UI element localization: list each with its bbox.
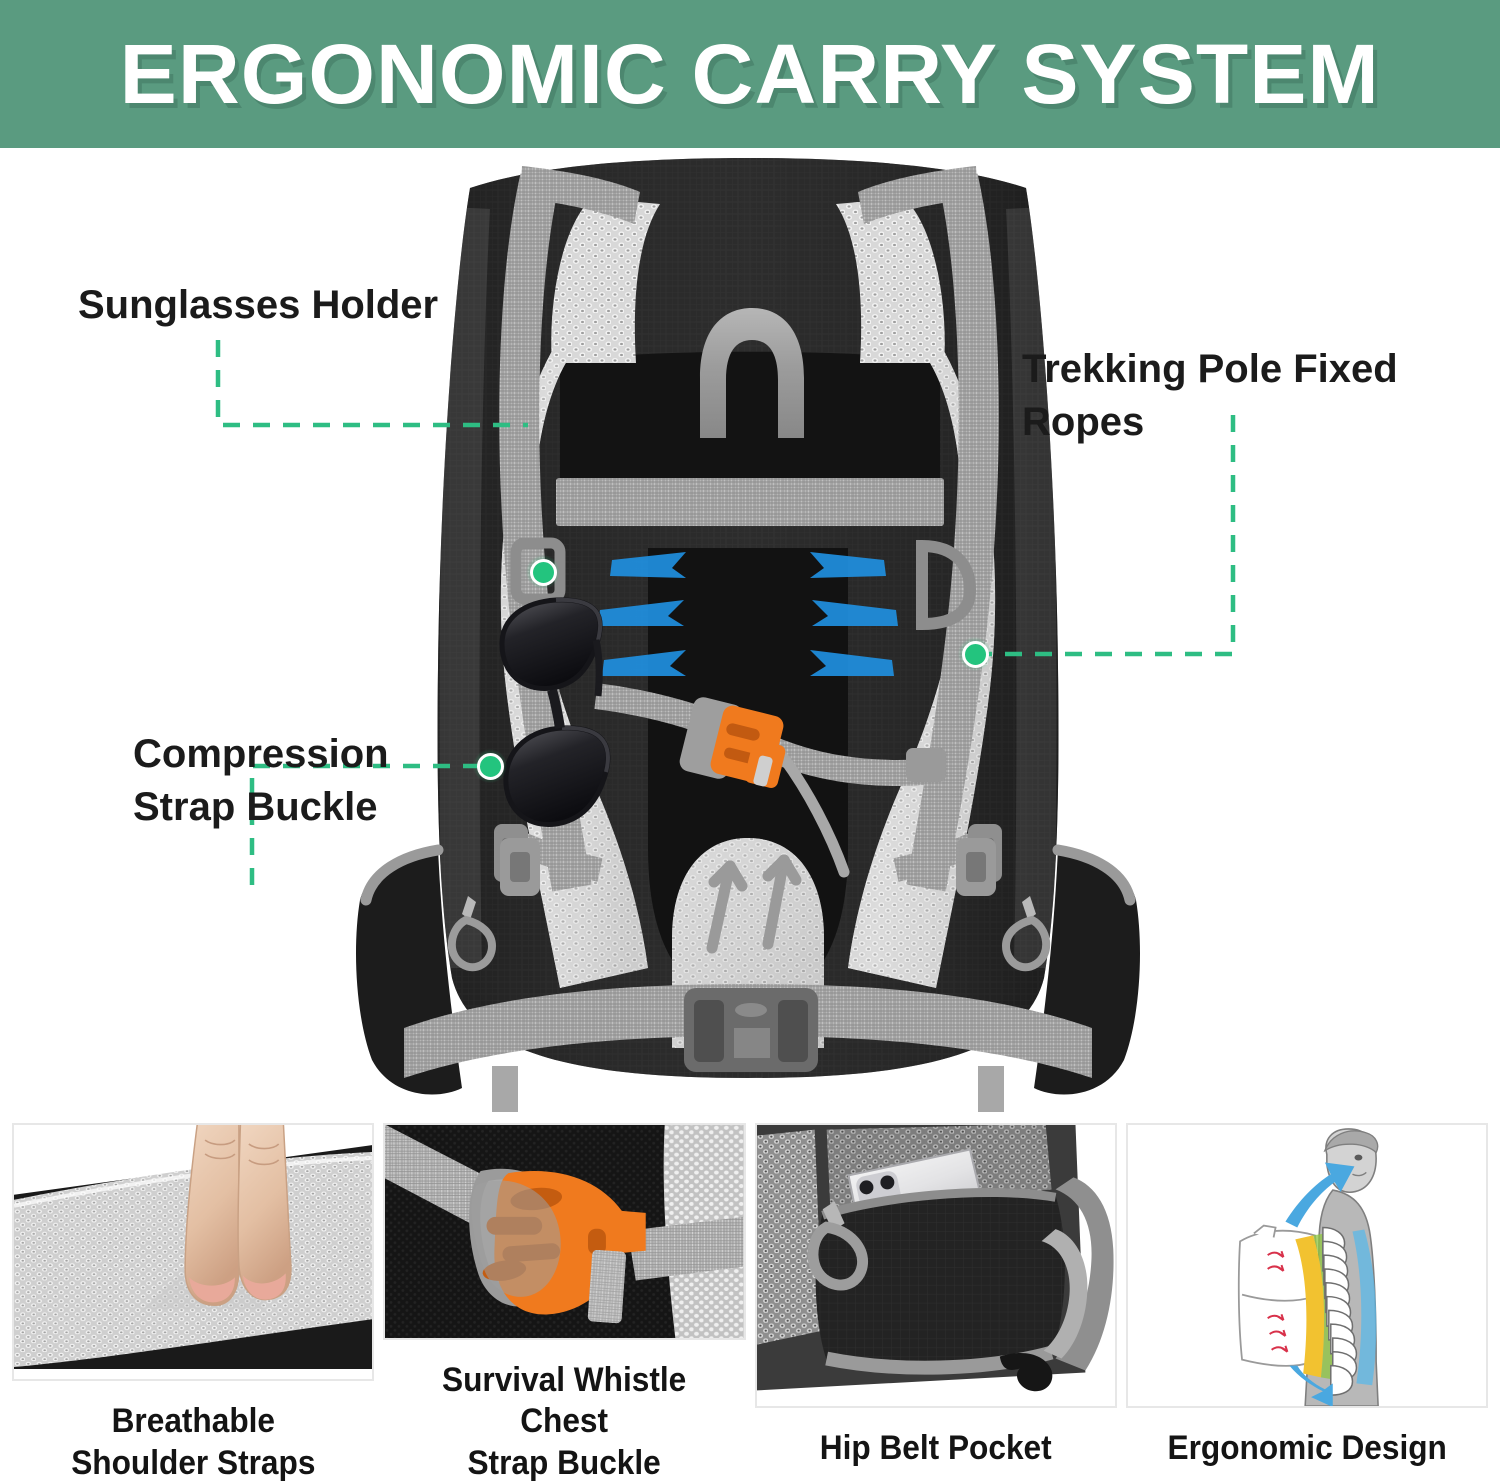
- callout-label-sunglasses-holder: Sunglasses Holder: [78, 283, 439, 327]
- chest-strap-tail: [770, 742, 850, 878]
- hip-belt-buckle: [684, 988, 818, 1072]
- trekking-pole-loop-right: [916, 539, 977, 631]
- thumbnail-caption: Breathable Shoulder Straps: [71, 1402, 316, 1482]
- right-shoulder-webbing: [906, 173, 999, 892]
- ergonomic-spine-diagram: [1129, 1125, 1485, 1406]
- feature-thumbnail-row: Breathable Shoulder Straps: [0, 1123, 1500, 1484]
- thumbnail-caption: Ergonomic Design: [1167, 1429, 1447, 1467]
- page-title: ERGONOMIC CARRY SYSTEM: [119, 27, 1381, 121]
- hip-pocket: [815, 1190, 1065, 1370]
- thumbnail-image-frame: [383, 1123, 746, 1340]
- mesh-press-photo: [14, 1125, 373, 1380]
- marker-sunglasses-holder[interactable]: [526, 555, 560, 589]
- airflow-arrow: [1285, 1162, 1355, 1406]
- spine: [1321, 1226, 1357, 1396]
- thumbnail-image-frame: [754, 1123, 1117, 1408]
- left-zipper-pull: [448, 896, 497, 972]
- blue-support-band: [1352, 1229, 1377, 1386]
- thumbnail-caption: Survival Whistle Chest Strap Buckle: [442, 1360, 687, 1482]
- right-zipper-pull: [1001, 896, 1050, 972]
- trekking-pole-loop-left: [510, 537, 566, 605]
- thumbnail-image-frame: [1125, 1123, 1488, 1408]
- chest-strap-slider: [906, 748, 946, 782]
- finger: [237, 1125, 292, 1301]
- airflow-arrows-left: [598, 552, 686, 676]
- hip-belt-pocket-photo: [756, 1125, 1115, 1406]
- airflow-arrows-right: [810, 552, 898, 676]
- shoulder-buckle-left: [500, 838, 540, 896]
- thumbnail-ergonomic-design[interactable]: Ergonomic Design: [1125, 1123, 1488, 1484]
- thumbnail-image-frame: [12, 1123, 375, 1382]
- zipper-pull: [807, 1201, 868, 1291]
- callout-label-compression-strap-buckle: Compression Strap Buckle: [133, 732, 389, 829]
- whistle-chest-buckle: [679, 697, 786, 788]
- callout-label-trekking-pole-fixed-ropes: Trekking Pole Fixed Ropes: [1022, 347, 1398, 444]
- thumbnail-caption: Hip Belt Pocket: [819, 1429, 1052, 1467]
- thumbnail-breathable-shoulder-straps[interactable]: Breathable Shoulder Straps: [12, 1123, 375, 1484]
- airflow-arrows-center: [706, 854, 802, 954]
- thumbnail-hip-belt-pocket[interactable]: Hip Belt Pocket: [754, 1123, 1117, 1484]
- marker-compression-strap-buckle[interactable]: [473, 749, 507, 783]
- finger: [184, 1125, 240, 1307]
- sunglasses: [499, 597, 611, 827]
- backpack-illustration: [356, 158, 1140, 1112]
- marker-trekking-pole-fixed-ropes[interactable]: [958, 637, 992, 671]
- hair: [1323, 1130, 1379, 1154]
- yellow-support-band: [1295, 1235, 1324, 1378]
- load-lifter-webbing: [556, 478, 944, 526]
- grab-handle: [700, 308, 804, 438]
- hero-section: Sunglasses Holder Trekking Pole Fixed Ro…: [0, 148, 1500, 1123]
- whistle-buckle-photo: [385, 1125, 744, 1338]
- header-band: ERGONOMIC CARRY SYSTEM: [0, 0, 1500, 148]
- belt-strap: [1055, 1177, 1114, 1371]
- shoulder-buckle-right: [956, 838, 996, 896]
- heat-arrows: [1266, 1250, 1289, 1353]
- thumbnail-survival-whistle-chest-strap-buckle[interactable]: Survival Whistle Chest Strap Buckle: [383, 1123, 746, 1484]
